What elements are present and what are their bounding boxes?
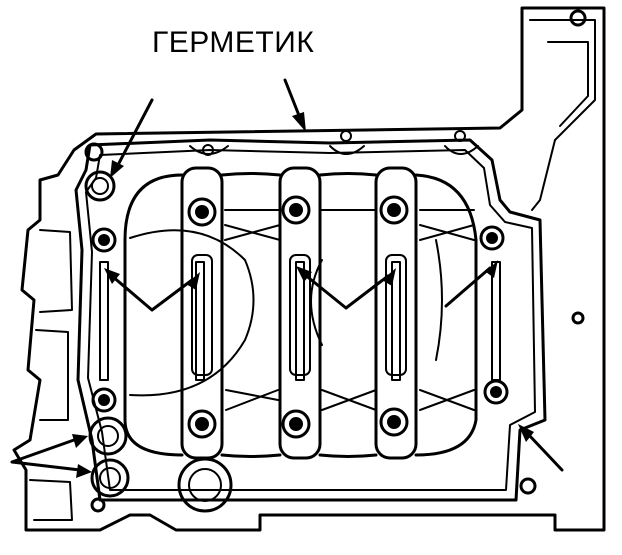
cap-bolts [84, 142, 537, 513]
oil-passages [99, 261, 501, 381]
lower-left-arrows [10, 434, 92, 478]
bearing-cap-3 [374, 166, 418, 460]
left-top-arrow [110, 98, 154, 178]
right-edge-bolt [571, 311, 585, 325]
bearing-cap-2 [278, 166, 322, 460]
top-lugs [189, 130, 479, 156]
oil-hole-arrows [104, 260, 498, 312]
sealant-arrow [283, 78, 306, 132]
top-right-bolt [569, 9, 587, 27]
bore-3 [318, 172, 378, 458]
sealant-groove [74, 138, 547, 502]
sealant-label: ГЕРМЕТИК [152, 26, 315, 59]
right-arrow [518, 424, 564, 472]
bore-4 [414, 173, 478, 457]
bore-1 [123, 173, 184, 457]
block-outline [12, 6, 606, 532]
bore-2 [220, 172, 282, 458]
